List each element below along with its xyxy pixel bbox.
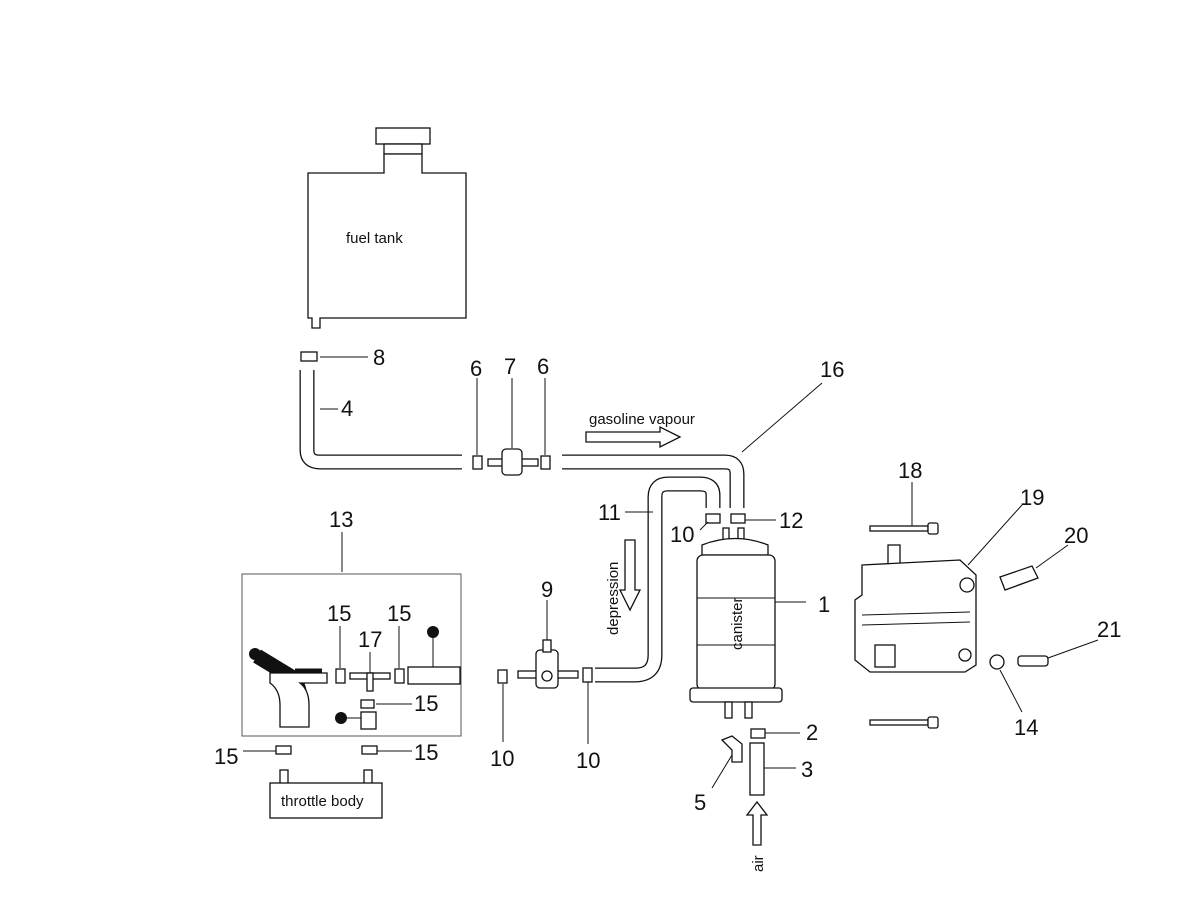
callout-15-d: 15 [214, 744, 238, 769]
hose-11 [595, 476, 721, 683]
clamp-6-right [540, 455, 551, 470]
callout-10-right: 10 [576, 748, 600, 773]
elbow-5 [720, 735, 743, 763]
callouts: 1 2 3 4 5 6 6 7 8 9 10 10 10 11 12 13 14… [214, 345, 1121, 815]
callout-14: 14 [1014, 715, 1038, 740]
callout-20: 20 [1064, 523, 1088, 548]
callout-9: 9 [541, 577, 553, 602]
throttle-body: throttle body [269, 769, 383, 819]
bolt-21 [1017, 655, 1049, 667]
callout-15-b: 15 [387, 601, 411, 626]
callout-1: 1 [818, 592, 830, 617]
hose-16 [562, 454, 745, 508]
assembly-13-box [241, 573, 462, 737]
callout-6-right: 6 [537, 354, 549, 379]
callout-21: 21 [1097, 617, 1121, 642]
pin-18 [869, 522, 939, 535]
clamp-15-left [275, 745, 292, 755]
clamp-10-top [705, 513, 721, 524]
air-arrow-icon [745, 800, 769, 846]
valve-9 [517, 639, 579, 689]
screw-20 [999, 565, 1039, 591]
callout-2: 2 [806, 720, 818, 745]
gasoline-vapour-label: gasoline vapour [589, 411, 695, 428]
fuel-tank: fuel tank [307, 127, 467, 329]
callout-15-c: 15 [414, 691, 438, 716]
callout-15-a: 15 [327, 601, 351, 626]
pin-18-lower [869, 716, 939, 729]
clamp-12 [730, 513, 746, 524]
callout-10-top: 10 [670, 522, 694, 547]
bracket-19 [854, 544, 977, 673]
clamp-10-left [497, 669, 508, 684]
callout-4: 4 [341, 396, 353, 421]
depression-arrow-icon [618, 539, 642, 612]
callout-13: 13 [329, 507, 353, 532]
callout-15-e: 15 [414, 740, 438, 765]
canister-label: canister [729, 597, 746, 650]
callout-5: 5 [694, 790, 706, 815]
leader-lines [243, 356, 1099, 789]
grommet-14 [989, 654, 1005, 670]
callout-12: 12 [779, 508, 803, 533]
callout-8: 8 [373, 345, 385, 370]
callout-19: 19 [1020, 485, 1044, 510]
clamp-15-right [361, 745, 378, 755]
clamp-8 [300, 351, 318, 362]
filter-7 [487, 448, 539, 476]
hose-4 [299, 370, 462, 470]
canister-1: canister [689, 527, 783, 719]
callout-6-left: 6 [470, 356, 482, 381]
throttle-body-label: throttle body [281, 793, 364, 810]
depression-label: depression [605, 562, 622, 635]
clamp-2 [750, 728, 766, 739]
clamp-10-right [582, 667, 593, 683]
callout-17: 17 [358, 627, 382, 652]
callout-11: 11 [598, 500, 621, 525]
air-label: air [750, 855, 767, 872]
callout-3: 3 [801, 757, 813, 782]
callout-18: 18 [898, 458, 922, 483]
tube-3 [749, 742, 765, 796]
callout-7: 7 [504, 354, 516, 379]
callout-10-left: 10 [490, 746, 514, 771]
vapour-arrow-icon [585, 425, 682, 449]
callout-16: 16 [820, 357, 844, 382]
clamp-6-left [472, 455, 483, 470]
fuel-tank-label: fuel tank [346, 230, 403, 247]
